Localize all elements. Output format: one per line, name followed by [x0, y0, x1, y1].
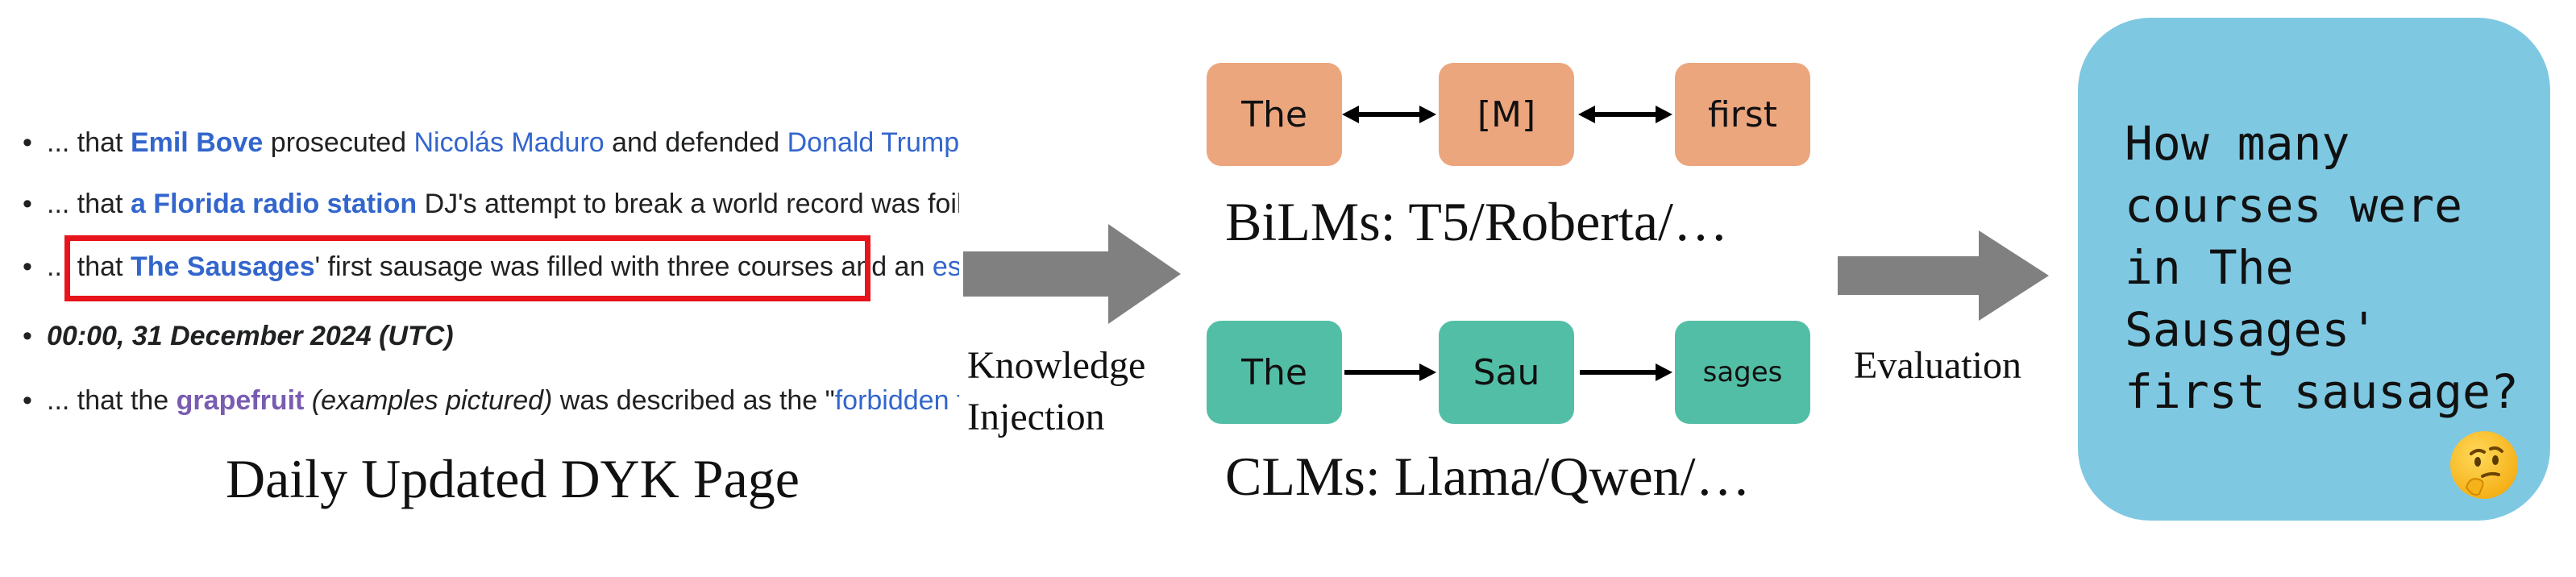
arrow2-label: Evaluation: [1854, 344, 2021, 387]
bullet: •: [23, 385, 32, 416]
plain-text: ... that: [47, 251, 131, 282]
bullet: •: [23, 251, 32, 282]
clm-token: The: [1207, 321, 1342, 424]
article-link[interactable]: forbidden fruit: [834, 385, 959, 416]
dyk-caption: Daily Updated DYK Page: [226, 448, 800, 509]
bullet: •: [23, 189, 32, 219]
article-link[interactable]: espresso: [932, 251, 959, 282]
dyk-item-text: ... that the grapefruit (examples pictur…: [47, 385, 959, 416]
bilm-caption: BiLMs: T5/Roberta/…: [1225, 191, 1728, 252]
article-link[interactable]: Nicolás Maduro: [413, 127, 605, 158]
article-link[interactable]: Donald Trump: [787, 127, 959, 158]
plain-text: and defended: [604, 127, 787, 158]
plain-text: ... that: [47, 189, 131, 219]
bold-article-link[interactable]: a Florida radio station: [130, 189, 418, 219]
highlight-box: [64, 235, 870, 301]
question-line: courses were: [2125, 178, 2463, 233]
arrow-evaluation: [1838, 230, 2049, 321]
arrow-shape: [963, 224, 1181, 324]
arrow1-label: Knowledge Injection: [967, 340, 1145, 443]
forward-arrow: [1344, 363, 1436, 381]
bullet: •: [23, 127, 32, 158]
plain-text: [304, 385, 311, 416]
bilm-token: [M]: [1439, 63, 1574, 166]
dyk-page-excerpt: • ... that Emil Bove prosecuted Nicolás M…: [0, 0, 959, 577]
question-line: in The: [2125, 240, 2294, 295]
question-text: How many courses were in The Sausages' f…: [2125, 113, 2544, 423]
plain-text: prosecuted: [263, 127, 414, 158]
bold-article-link[interactable]: Emil Bove: [130, 127, 264, 158]
visited-article-link[interactable]: grapefruit: [176, 385, 305, 416]
bidirectional-arrow: [1578, 106, 1672, 123]
question-line: first sausage?: [2125, 364, 2519, 419]
dyk-item-highlighted: • ... that The Sausages' first sausage wa…: [23, 251, 959, 283]
arrow1-label-line: Knowledge: [967, 344, 1146, 387]
bullet: •: [23, 321, 32, 351]
bilm-token: The: [1207, 63, 1342, 166]
clm-token: sages: [1675, 321, 1810, 424]
forward-arrow: [1580, 363, 1672, 381]
plain-text: ... that the: [47, 385, 177, 416]
dyk-date-line: • 00:00, 31 December 2024 (UTC): [23, 321, 454, 352]
arrow-knowledge-injection: [963, 224, 1181, 324]
thinking-face-icon: [2450, 431, 2518, 499]
plain-text: DJ's attempt to break a world record was…: [424, 189, 959, 219]
dyk-item-text: 00:00, 31 December 2024 (UTC): [47, 321, 454, 351]
question-line: How many: [2125, 116, 2350, 171]
bidirectional-arrow: [1342, 106, 1436, 123]
date-text: 00:00, 31 December 2024 (UTC): [47, 321, 454, 351]
arrow-shape: [1838, 230, 2049, 321]
dyk-item: • ... that Emil Bove prosecuted Nicolás M…: [23, 127, 959, 159]
bold-article-link[interactable]: The Sausages: [130, 251, 315, 282]
italic-note: (examples pictured): [311, 385, 553, 416]
question-line: Sausages': [2125, 302, 2379, 357]
clm-arrows: [1344, 363, 1672, 381]
bilm-token: first: [1675, 63, 1810, 166]
dyk-item: • ... that a Florida radio station DJ's a…: [23, 189, 959, 220]
dyk-item-text: ... that The Sausages' first sausage was…: [47, 251, 959, 282]
clm-token: Sau: [1439, 321, 1574, 424]
dyk-item: • ... that the grapefruit (examples pictu…: [23, 385, 959, 417]
plain-text: ' first sausage was filled with three co…: [314, 251, 933, 282]
arrow1-label-line: Injection: [967, 396, 1105, 438]
dyk-item-text: ... that Emil Bove prosecuted Nicolás Ma…: [47, 127, 959, 158]
bilm-arrows: [1342, 106, 1672, 123]
clm-caption: CLMs: Llama/Qwen/…: [1225, 446, 1751, 507]
plain-text: was described as the ": [552, 385, 835, 416]
plain-text: ... that: [47, 127, 131, 158]
dyk-item-text: ... that a Florida radio station DJ's at…: [47, 189, 959, 219]
